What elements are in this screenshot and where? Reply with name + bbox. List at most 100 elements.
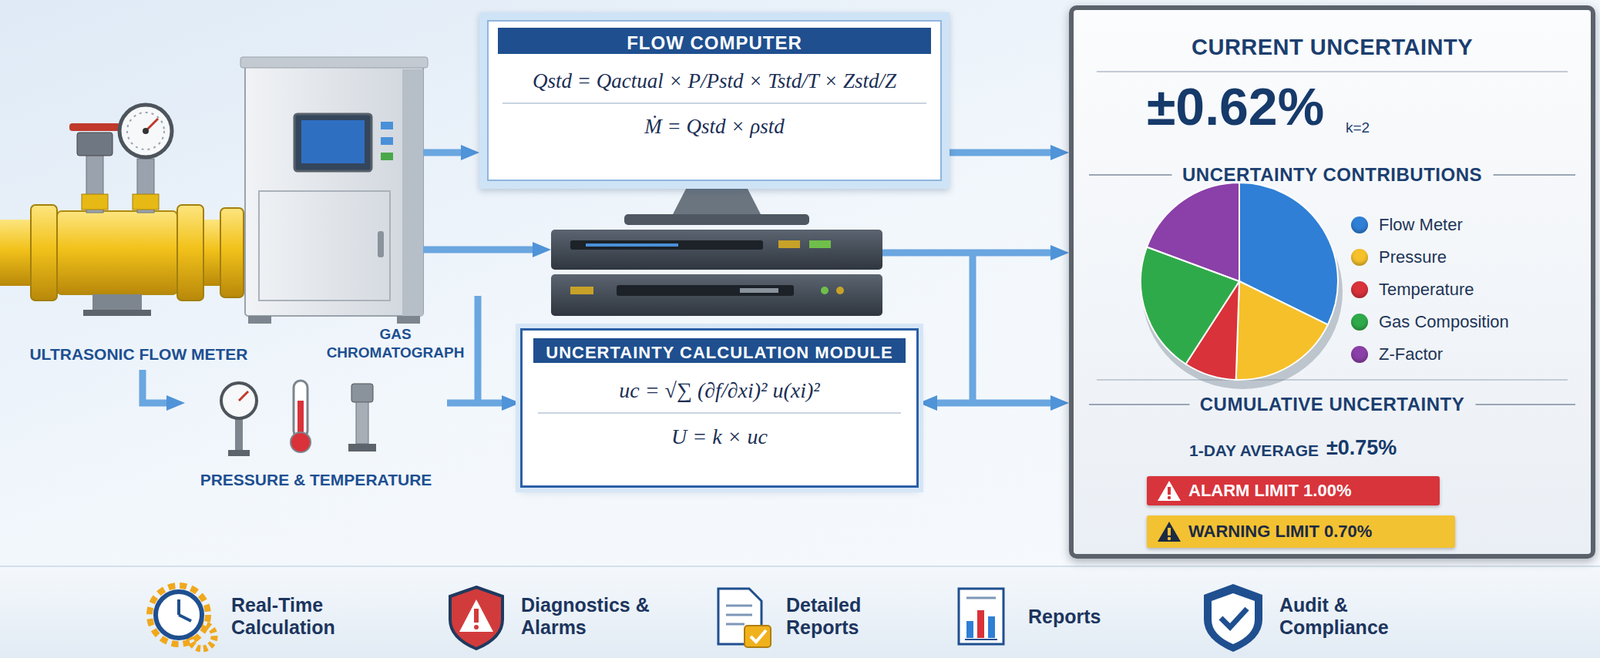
panel-heading: UNCERTAINTY CONTRIBUTIONS [1182, 164, 1483, 186]
server-rack [616, 285, 794, 296]
sensor-icons [221, 380, 377, 457]
sensor-icons [238, 391, 249, 401]
server-rack [809, 240, 831, 249]
legend-swatch [1351, 346, 1369, 364]
warning-triangle [1167, 537, 1171, 541]
clock-icon [155, 591, 202, 639]
sensor-icons [228, 450, 250, 457]
gas-pipe [57, 211, 178, 295]
monitor-stand [672, 188, 762, 216]
ultrasonic-flow-meter [119, 104, 172, 158]
warning-triangle [1167, 527, 1171, 536]
report-chart-icon [958, 588, 1004, 645]
ultrasonic-flow-meter [69, 104, 172, 213]
audit-shield-icon [1220, 608, 1248, 628]
server-rack [778, 240, 800, 249]
sensor-icons [356, 402, 369, 444]
server-rack [820, 286, 829, 295]
gas-chromatograph-cabinet [294, 114, 372, 172]
gas-chromatograph-cabinet [240, 57, 428, 68]
gas-chromatograph-cabinet [245, 63, 424, 316]
flow-computer-box: FLOW COMPUTER Qstd = Qactual × P/Pstd × T… [479, 12, 950, 189]
gas-chromatograph-cabinet [377, 231, 384, 258]
gas-pipe [92, 294, 142, 312]
gas-chromatograph-cabinet [396, 315, 421, 324]
gas-chromatograph-cabinet [258, 191, 390, 301]
box-heading: UNCERTAINTY CALCULATION MODULE [533, 338, 906, 364]
document-icon [726, 605, 753, 608]
ultrasonic-flow-meter [127, 112, 165, 150]
legend-swatch [1351, 248, 1369, 266]
document-icon [750, 630, 767, 643]
server-rack [551, 229, 883, 316]
feature-band [0, 566, 1600, 658]
document-icon [726, 614, 753, 617]
server-rack [739, 288, 779, 293]
report-chart-icon [958, 588, 1004, 645]
monitor-stand [624, 214, 810, 226]
legend-text: Z-Factor [1378, 344, 1443, 365]
feature-caption: Reports [1028, 591, 1160, 642]
legend-row: Gas Composition [1351, 312, 1510, 333]
heading-rule [1089, 403, 1190, 406]
document-icon [718, 588, 771, 648]
sensor-icons [290, 432, 311, 453]
device-label: GAS CHROMATOGRAPH [322, 325, 469, 363]
gas-chromatograph-cabinet [248, 315, 272, 324]
flow-arrow [934, 400, 1054, 407]
ultrasonic-flow-meter [132, 194, 159, 210]
report-chart-icon [988, 616, 995, 639]
average-value: ±0.75% [1326, 436, 1397, 461]
uncertainty-panel: CURRENT UNCERTAINTY±0.62%k=2UNCERTAINTY … [1068, 5, 1596, 559]
warning-triangle [1167, 496, 1171, 500]
legend-swatch [1351, 313, 1369, 331]
divider-line [1096, 70, 1568, 73]
feature-caption: Real-Time Calculation [231, 591, 370, 642]
limit-text: WARNING LIMIT 0.70% [1188, 521, 1372, 542]
report-chart-icon [966, 621, 974, 639]
gas-chromatograph-cabinet [240, 57, 428, 324]
flow-arrow [882, 249, 1054, 257]
gas-chromatograph-cabinet [402, 69, 424, 316]
formula: Ṁ = Qstd × ρstd [502, 111, 927, 139]
warning-triangle [1157, 480, 1181, 501]
legend-row: Flow Meter [1351, 215, 1463, 236]
feature-band [0, 565, 1600, 568]
divider-line [1096, 379, 1568, 381]
box-heading: FLOW COMPUTER [497, 27, 932, 54]
alarm-limit-bar: ALARM LIMIT 1.00% [1146, 476, 1440, 506]
formula: U = k × uc [537, 421, 901, 450]
alarm-shield-icon [450, 587, 503, 649]
gas-chromatograph-cabinet [380, 137, 394, 145]
ultrasonic-flow-meter [142, 127, 149, 135]
ultrasonic-flow-meter [69, 123, 121, 132]
warning-triangle [1156, 479, 1183, 503]
feature-caption: Audit & Compliance [1279, 591, 1411, 642]
coverage-factor: k=2 [1345, 119, 1370, 137]
clock-icon [149, 585, 215, 649]
warning-triangle [1156, 520, 1183, 544]
monitor-stand [624, 188, 810, 226]
feature-caption: Diagnostics & Alarms [521, 591, 663, 642]
formula: Qstd = Qactual × P/Pstd × Tstd/T × Zstd/… [502, 66, 927, 105]
document-icon [744, 625, 771, 648]
server-rack [585, 243, 679, 247]
flow-arrow [949, 149, 1054, 157]
warning-limit-bar: WARNING LIMIT 0.70% [1146, 515, 1456, 548]
report-chart-icon [977, 610, 985, 639]
ultrasonic-flow-meter [77, 132, 113, 156]
server-rack [551, 229, 883, 270]
warning-triangle [1167, 487, 1171, 495]
gas-pipe [177, 205, 204, 301]
legend-swatch [1351, 216, 1369, 234]
report-chart-icon [964, 638, 998, 641]
sensor-icons [348, 443, 377, 452]
legend-text: Pressure [1378, 247, 1447, 268]
sensor-node: PRESSURE & TEMPERATURE [184, 381, 448, 490]
legend-row: Z-Factor [1351, 344, 1443, 365]
gas-pipe [30, 205, 58, 301]
flow-meter-node: ULTRASONIC FLOW METER [7, 107, 270, 364]
pie-chart [1140, 182, 1343, 390]
legend-row: Pressure [1351, 247, 1447, 268]
